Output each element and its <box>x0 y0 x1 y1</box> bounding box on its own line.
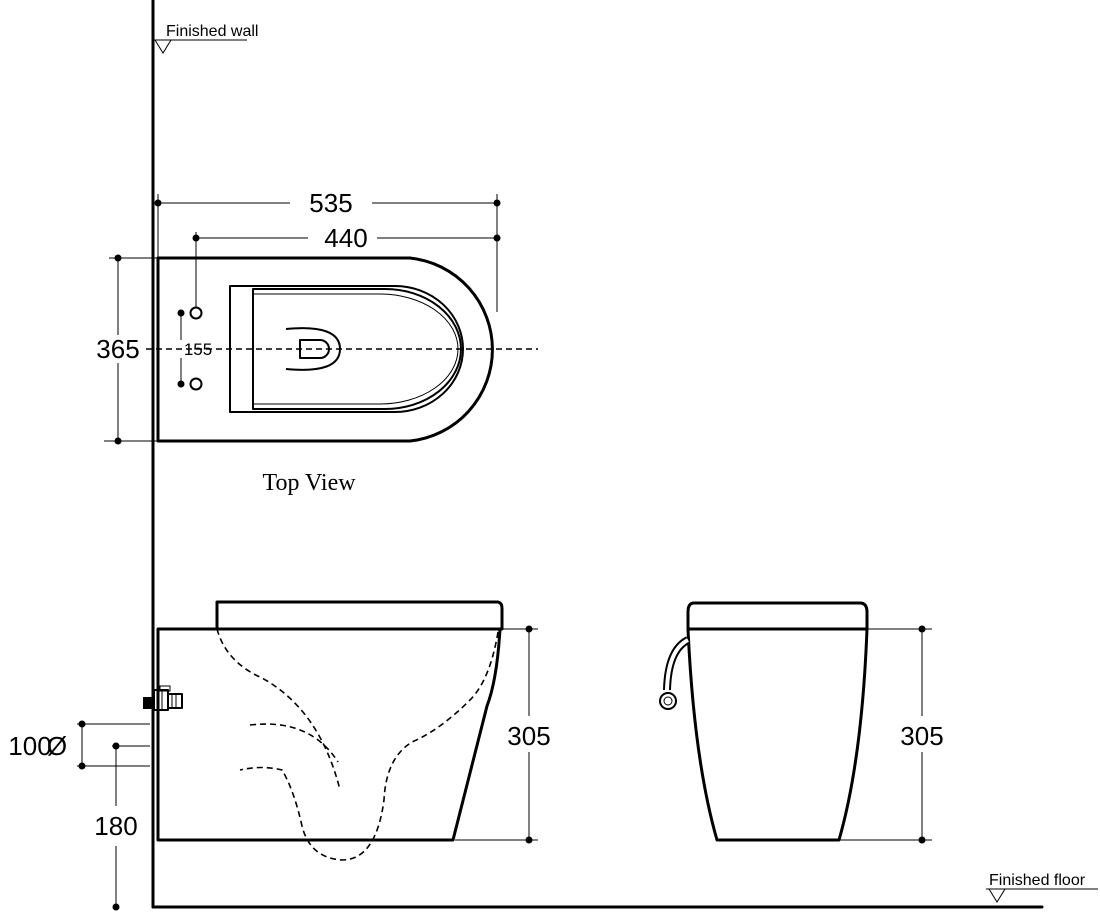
dimension-label: 305 <box>507 721 550 751</box>
top-view: 535 440 365 155 Top View <box>96 188 538 496</box>
trapway-line <box>239 631 499 861</box>
top-view-outline <box>156 256 494 443</box>
front-body-outline <box>686 627 869 842</box>
dimension-535: 535 <box>154 188 501 312</box>
seat-lid <box>215 600 504 631</box>
finished-wall-marker: Finished wall <box>154 23 258 54</box>
wall-and-floor <box>151 0 1044 909</box>
top-view-title: Top View <box>262 470 356 496</box>
hose-connector-icon <box>659 692 677 710</box>
finished-floor-marker: Finished floor <box>986 872 1098 903</box>
finished-floor-label: Finished floor <box>989 872 1086 889</box>
drain-icon <box>299 339 330 359</box>
front-seat-lid <box>686 601 869 631</box>
dimension-label: 365 <box>96 334 139 364</box>
dimension-305-side: 305 <box>455 625 551 844</box>
dimension-305-front: 305 <box>839 625 944 844</box>
mounting-hole-icon <box>189 377 203 391</box>
trapway-line <box>216 628 341 791</box>
diameter-symbol: Ø <box>47 731 67 761</box>
side-view: 305 100 Ø 180 <box>8 600 551 911</box>
dimension-label: 305 <box>900 721 943 751</box>
mounting-hole-icon <box>189 306 203 320</box>
dimension-180: 180 <box>94 742 150 911</box>
bowl-outline <box>252 288 462 410</box>
dimension-label: 100 <box>8 731 51 761</box>
trapway-line <box>249 723 339 763</box>
dimension-inlet: 100 Ø <box>8 720 150 770</box>
dimension-label: 155 <box>184 340 212 359</box>
inlet-valve-icon <box>143 685 183 711</box>
dimension-label: 535 <box>309 188 352 218</box>
front-view: 305 <box>659 601 944 844</box>
dimension-365: 365 <box>96 254 158 445</box>
level-triangle-icon <box>988 888 1006 903</box>
dimension-440: 440 <box>192 223 501 308</box>
dimension-label: 180 <box>94 811 137 841</box>
bowl-inner-outline <box>252 293 459 405</box>
finished-wall-label: Finished wall <box>166 23 258 40</box>
dimension-label: 440 <box>324 223 367 253</box>
rim-outline <box>229 285 464 413</box>
level-triangle-icon <box>154 39 172 54</box>
side-body-outline <box>156 627 502 842</box>
